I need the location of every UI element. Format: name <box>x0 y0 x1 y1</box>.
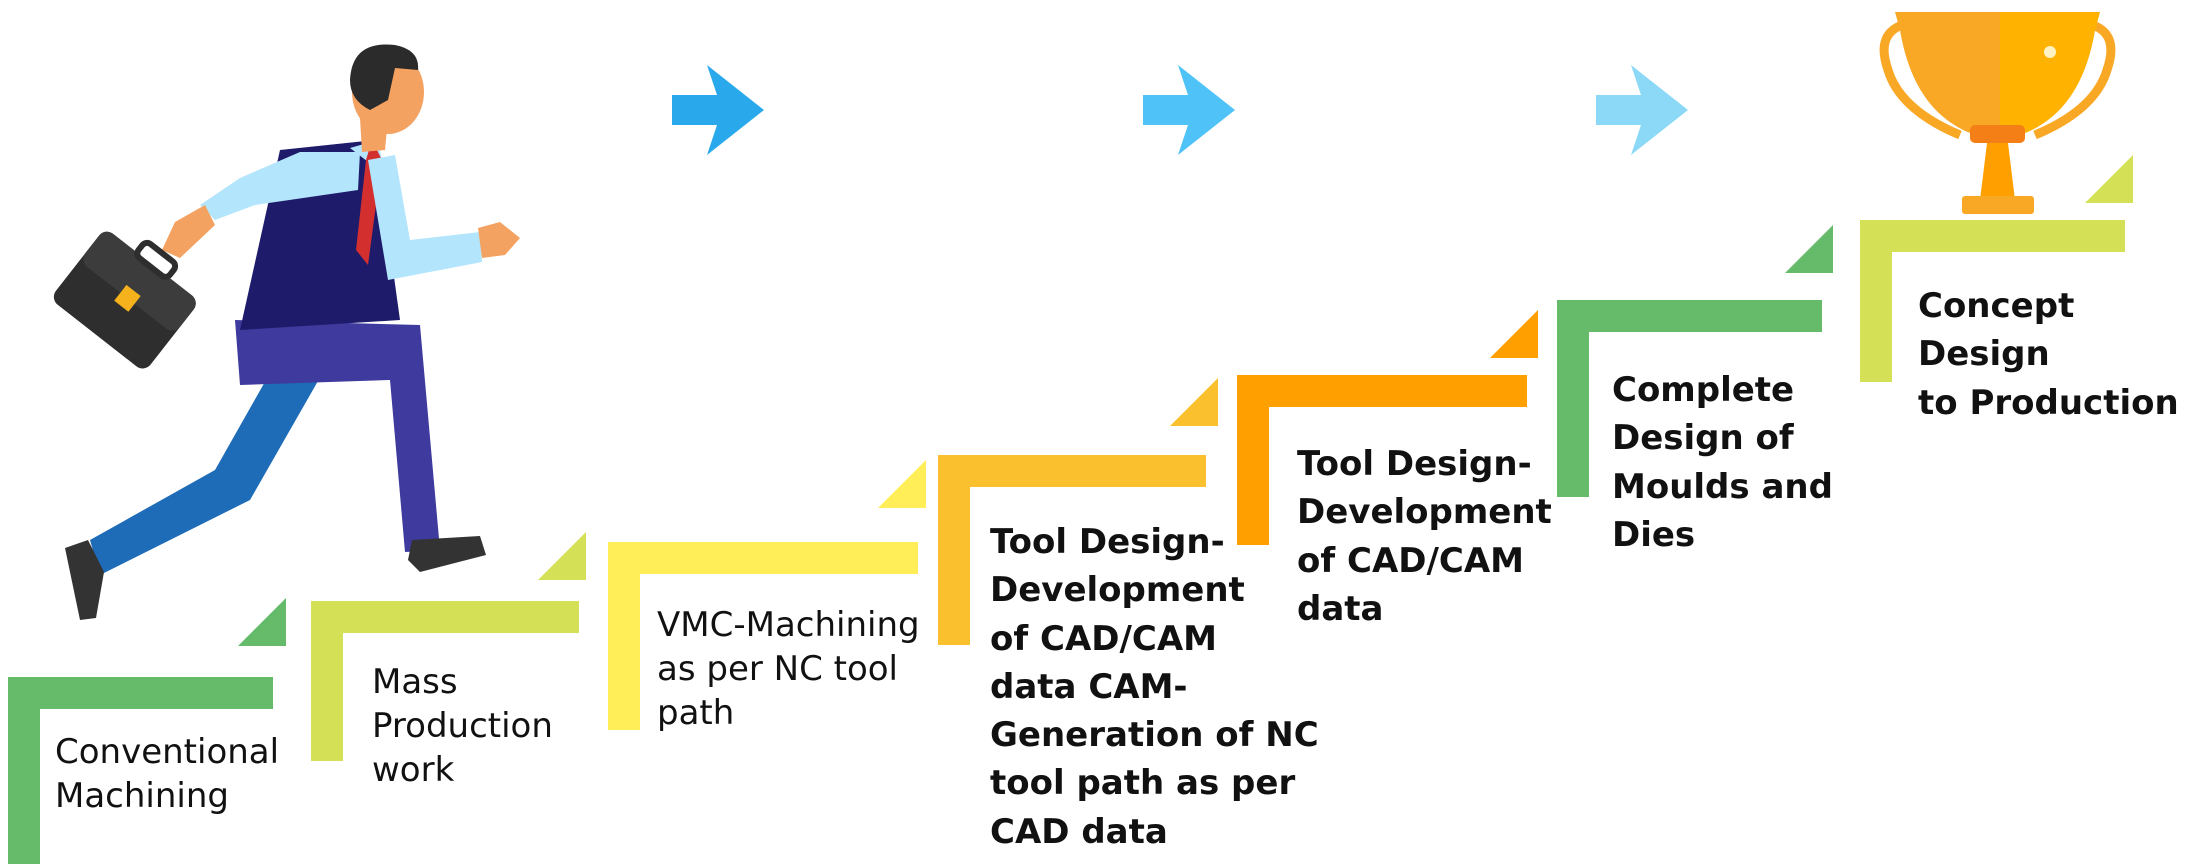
steps-layer <box>8 155 2133 864</box>
step-triangle-icon <box>538 532 586 580</box>
step-bar <box>608 542 918 574</box>
step-riser <box>1860 220 1892 382</box>
step-bracket <box>1237 310 1538 545</box>
step-triangle-icon <box>1170 378 1218 426</box>
step-bar <box>1237 375 1527 407</box>
arrow-right-icon <box>1596 65 1688 155</box>
step-riser <box>938 455 970 645</box>
step-riser <box>8 677 40 864</box>
step-riser <box>1237 375 1269 545</box>
step-label: Complete Design of Moulds and Dies <box>1612 370 1833 555</box>
step-bar <box>8 677 273 709</box>
step-bracket <box>608 460 926 730</box>
arrow-right-icon <box>1143 65 1235 155</box>
step-triangle-icon <box>878 460 926 508</box>
businessman-climbing-icon <box>53 44 520 620</box>
step-label: Tool Design- Development of CAD/CAM data… <box>990 522 1319 852</box>
step-bracket <box>8 598 286 864</box>
step-bracket <box>311 532 586 761</box>
step-label: Concept Design to Production <box>1918 286 2179 423</box>
arrows-layer <box>672 65 1688 155</box>
step-riser <box>311 601 343 761</box>
step-bar <box>938 455 1206 487</box>
step-triangle-icon <box>238 598 286 646</box>
step-bracket <box>1860 155 2133 382</box>
step-riser <box>1557 300 1589 497</box>
step-riser <box>608 542 640 730</box>
step-triangle-icon <box>1490 310 1538 358</box>
step-bracket <box>1557 225 1833 497</box>
step-bar <box>311 601 579 633</box>
step-bar <box>1557 300 1822 332</box>
step-triangle-icon <box>1785 225 1833 273</box>
step-bar <box>1860 220 2125 252</box>
step-triangle-icon <box>2085 155 2133 203</box>
step-label: Mass Production work <box>372 662 553 791</box>
step-label: Conventional Machining <box>55 732 280 817</box>
arrow-right-icon <box>672 65 764 155</box>
step-label: Tool Design- Development of CAD/CAM data <box>1297 444 1552 629</box>
step-bracket <box>938 378 1218 645</box>
trophy-icon <box>1879 12 2116 214</box>
step-label: VMC-Machining as per NC tool path <box>657 605 920 734</box>
